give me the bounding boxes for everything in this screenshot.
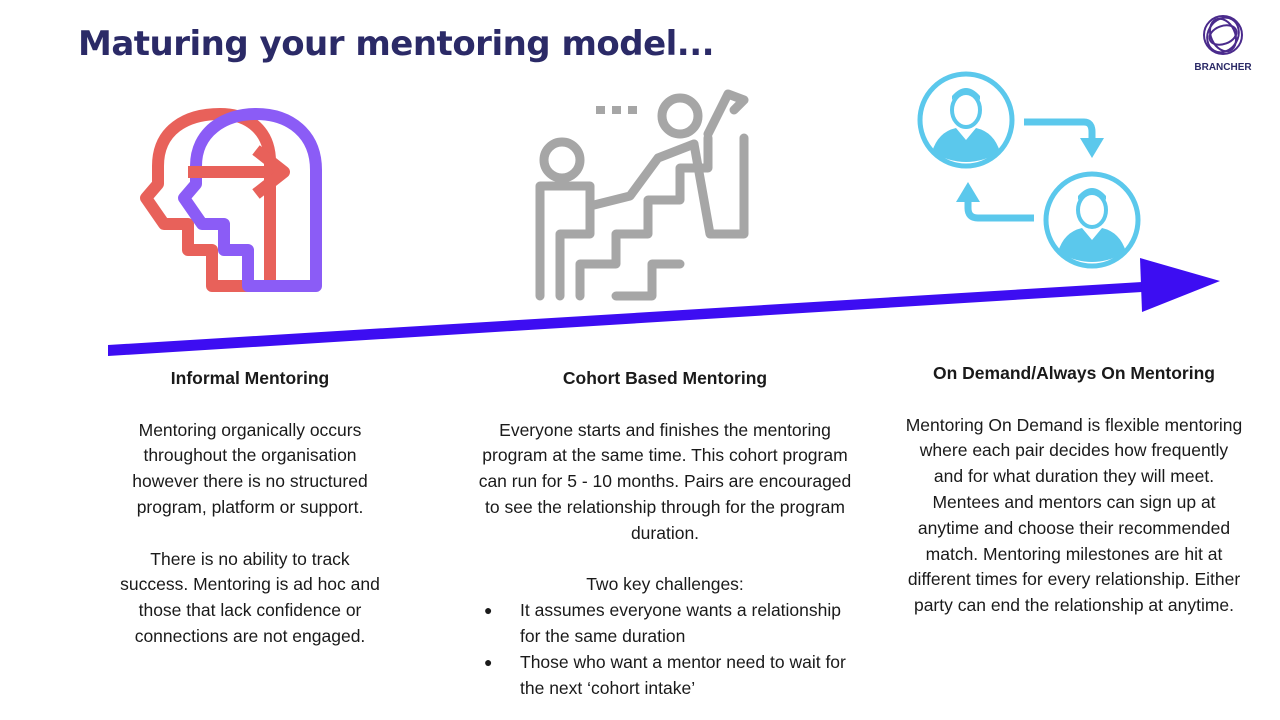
column-heading: Informal Mentoring xyxy=(170,368,330,388)
list-item: Those who want a mentor need to wait for… xyxy=(478,650,852,702)
column-paragraph: Everyone starts and finishes the mentori… xyxy=(478,419,852,543)
column-paragraph: Mentoring On Demand is flexible mentorin… xyxy=(905,414,1243,616)
column-paragraph: Two key challenges: xyxy=(586,574,744,595)
brand-name: BRANCHER xyxy=(1194,62,1252,73)
avatar-left xyxy=(917,71,1015,169)
brancher-logo: BRANCHER xyxy=(1188,14,1258,73)
list-item: It assumes everyone wants a relationship… xyxy=(478,598,852,650)
avatar-right xyxy=(1043,171,1141,269)
challenges-list: It assumes everyone wants a relationship… xyxy=(478,598,852,701)
informal-mentoring-column: Informal Mentoring Mentoring organically… xyxy=(116,366,384,650)
brancher-logo-icon xyxy=(1203,15,1243,55)
column-paragraph: There is no ability to track success. Me… xyxy=(120,548,380,646)
page-title: Maturing your mentoring model... xyxy=(78,24,715,64)
on-demand-mentoring-column: On Demand/Always On Mentoring Mentoring … xyxy=(904,361,1244,619)
climbing-stairs-icon xyxy=(535,89,749,301)
column-paragraph: Mentoring organically occurs throughout … xyxy=(132,419,368,517)
cohort-based-mentoring-column: Cohort Based Mentoring Everyone starts a… xyxy=(478,366,852,701)
exchange-avatars-icon xyxy=(917,71,1141,269)
column-heading: Cohort Based Mentoring xyxy=(562,368,768,388)
two-heads-arrow-icon xyxy=(140,108,322,292)
column-heading: On Demand/Always On Mentoring xyxy=(933,363,1215,383)
